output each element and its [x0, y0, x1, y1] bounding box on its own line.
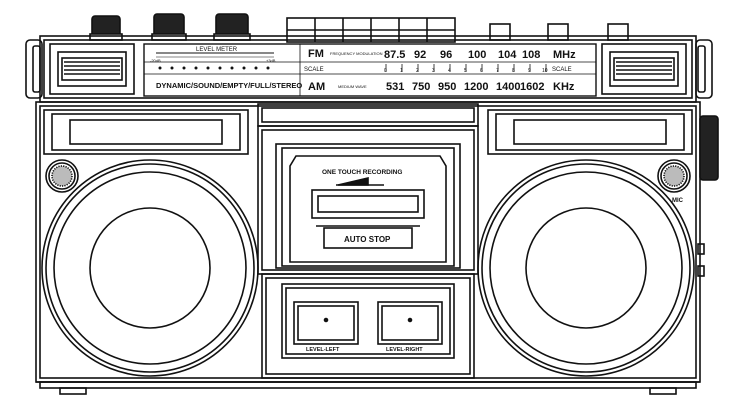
fm-freq-5: 104	[498, 49, 517, 61]
auto-stop-label: AUTO STOP	[344, 235, 391, 244]
am-freq-4: 1200	[464, 81, 488, 93]
top-right-buttons	[489, 23, 629, 41]
scale-number: 3	[432, 68, 435, 74]
top-button-3[interactable]	[607, 23, 629, 41]
foot-right	[649, 387, 677, 395]
level-meter-leds	[158, 66, 270, 70]
level-left-label: LEVEL-LEFT	[306, 347, 340, 353]
top-right-grille	[601, 43, 687, 95]
right-upper-slot	[487, 109, 693, 155]
meter-min-label: -20dB	[150, 58, 161, 63]
tuning-dial	[143, 43, 597, 97]
level-right-button[interactable]	[377, 301, 443, 345]
piano-keys	[286, 17, 456, 43]
mode-label: DYNAMIC/SOUND/EMPTY/FULL/STEREO	[156, 81, 302, 90]
knob-2[interactable]	[151, 13, 187, 41]
auto-stop-button[interactable]	[323, 227, 413, 249]
cassette-window	[311, 189, 425, 219]
am-freq-1: 531	[386, 81, 404, 93]
tuning-scale-ticks	[385, 64, 547, 72]
am-freq-5: 1400	[496, 81, 520, 93]
scale-number: 1	[400, 68, 403, 74]
scale-number: 10	[542, 68, 548, 74]
scale-numbers: 0 1 2 3 4 5 6 7 8 9 10	[384, 68, 548, 74]
left-speaker	[41, 159, 259, 377]
fm-unit: MHz	[553, 49, 576, 61]
left-upper-slot	[43, 109, 249, 155]
right-speaker	[477, 159, 695, 377]
right-small-grille	[657, 159, 691, 193]
am-freq-3: 950	[438, 81, 456, 93]
fm-freq-4: 100	[468, 49, 486, 61]
scale-number: 8	[512, 68, 515, 74]
fm-band-label: FM	[308, 48, 324, 60]
am-freq-6: 1602	[520, 81, 544, 93]
scale-number: 7	[496, 68, 499, 74]
fm-freq-6: 108	[522, 49, 540, 61]
am-freq-2: 750	[412, 81, 430, 93]
scale-label-right: SCALE	[552, 67, 572, 73]
am-unit: KHz	[553, 81, 575, 93]
left-small-grille	[45, 159, 79, 193]
level-meter-label: LEVEL METER	[196, 47, 238, 53]
top-button-1[interactable]	[489, 23, 511, 41]
fm-freq-1: 87.5	[384, 49, 405, 61]
am-sub-label: MEDIUM WAVE	[338, 84, 367, 89]
foot-left	[59, 387, 87, 395]
fm-sub-label: FREQUENCY MODULATION	[330, 51, 383, 56]
scale-number: 6	[480, 68, 483, 74]
scale-number: 2	[416, 68, 419, 74]
side-tuning-knob[interactable]	[699, 115, 719, 181]
fm-freq-2: 92	[414, 49, 426, 61]
level-panel	[261, 273, 475, 379]
top-button-2[interactable]	[547, 23, 569, 41]
scale-label-left: SCALE	[304, 67, 324, 73]
scale-number: 5	[464, 68, 467, 74]
record-arrow-icon	[337, 176, 369, 186]
scale-number: 9	[528, 68, 531, 74]
level-right-label: LEVEL-RIGHT	[386, 347, 423, 353]
meter-max-label: +3dB	[266, 58, 276, 63]
handle-ears	[25, 39, 713, 99]
fm-freq-3: 96	[440, 49, 452, 61]
am-band-label: AM	[308, 81, 325, 93]
mic-label: MIC	[672, 198, 684, 204]
one-touch-recording-label: ONE TOUCH RECORDING	[322, 169, 402, 176]
top-left-grille	[49, 43, 135, 95]
scale-number: 0	[384, 68, 387, 74]
top-panel	[39, 35, 697, 103]
cassette-deck	[257, 103, 479, 275]
scale-number: 4	[448, 68, 451, 74]
side-jacks	[697, 243, 705, 277]
level-left-button[interactable]	[293, 301, 359, 345]
